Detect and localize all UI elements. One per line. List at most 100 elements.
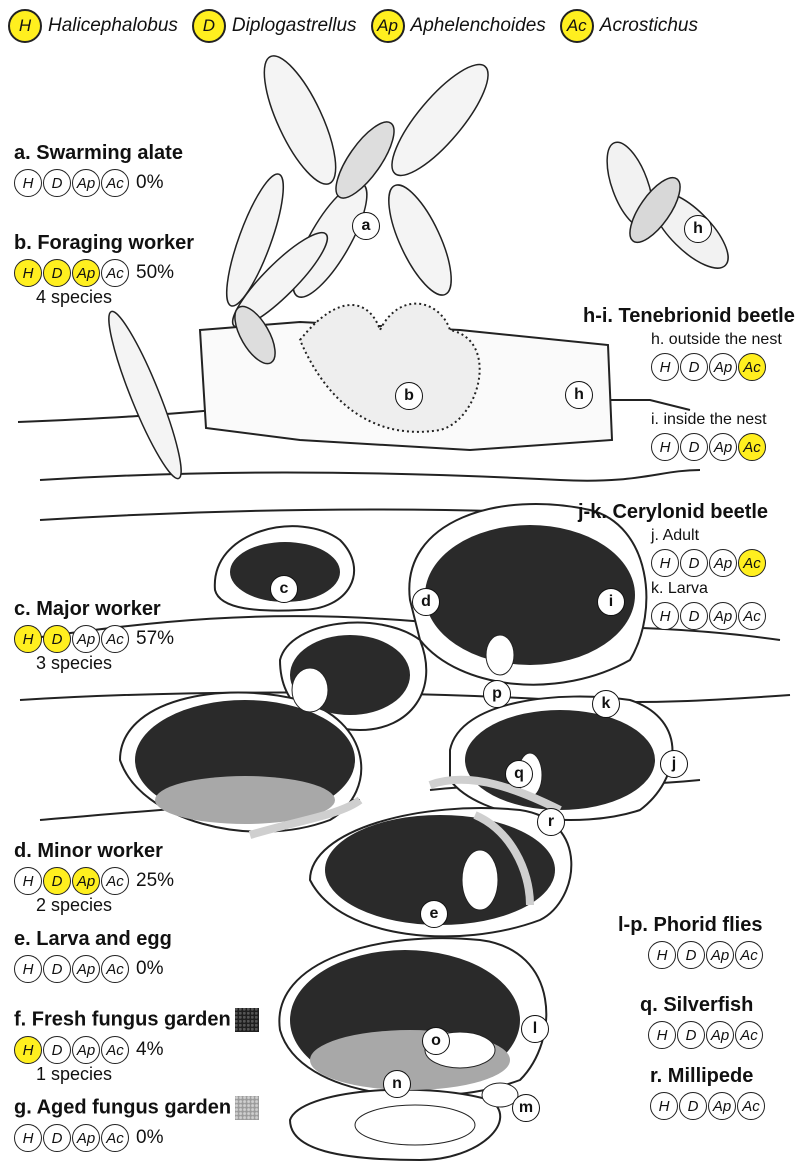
entry-title: j-k. Cerylonid beetle [578,501,768,524]
nematode-badge-ap: Ap [706,1021,734,1049]
larva [292,668,328,712]
entry-sublabel: k. Larva [651,580,768,598]
percent: 4% [136,1039,163,1061]
aged-garden-swatch [235,1096,259,1120]
nematode-badge-d: D [43,1124,71,1152]
percent: 50% [136,262,174,284]
nematode-badge-ac: Ac [738,433,766,461]
percent: 0% [136,172,163,194]
nematode-badge-ap: Ap [706,941,734,969]
nematode-badge-ap: Ap [72,1124,100,1152]
marker-a: a [352,212,380,240]
nematode-badge-ap: Ap [72,867,100,895]
entry-title-row: g. Aged fungus garden [14,1096,259,1120]
percent: 25% [136,870,174,892]
nematode-badge-ap: Ap [72,625,100,653]
alate-wing [98,306,191,483]
nematode-badge-ac: Ac [101,169,129,197]
entry-q: q. Silverfish HDApAc [640,994,763,1049]
larva [486,635,514,675]
nematode-badge-ap: Ap [709,433,737,461]
percent: 0% [136,1127,163,1149]
marker-p: p [483,680,511,708]
marker-c: c [270,575,298,603]
marker-j: j [660,750,688,778]
marker-b: b [395,382,423,410]
marker-h: h [684,215,712,243]
nematode-badge-ac: Ac [735,941,763,969]
alate-wing [377,177,464,303]
nematode-badge-ac: Ac [101,867,129,895]
entry-title: r. Millipede [650,1065,765,1088]
nematode-badge-d: D [43,1036,71,1064]
entry-r: r. Millipede HDApAc [650,1065,765,1120]
percent: 0% [136,958,163,980]
marker-n: n [383,1070,411,1098]
marker-l: l [521,1015,549,1043]
nematode-badge-h: H [14,259,42,287]
entry-title: d. Minor worker [14,840,174,863]
nematode-badge-ac: Ac [101,1124,129,1152]
entry-sublabel: h. outside the nest [651,331,795,349]
nematode-badge-h: H [14,1124,42,1152]
nematode-badge-h: H [14,1036,42,1064]
entry-f: f. Fresh fungus garden HDApAc4% 1 specie… [14,1008,259,1085]
nematode-badge-d: D [43,955,71,983]
entry-title: g. Aged fungus garden [14,1096,231,1118]
nematode-badge-ac: Ac [738,353,766,381]
nematode-badge-h: H [14,169,42,197]
fresh-garden-swatch [235,1008,259,1032]
nematode-badge-ap: Ap [708,1092,736,1120]
percent: 57% [136,628,174,650]
marker-m: m [512,1094,540,1122]
nematode-badge-h: H [651,602,679,630]
entry-title: c. Major worker [14,598,174,621]
nematode-badge-d: D [677,1021,705,1049]
entry-h-i: h-i. Tenebrionid beetle h. outside the n… [583,305,795,461]
entry-title: h-i. Tenebrionid beetle [583,305,795,328]
nematode-badge-h: H [651,353,679,381]
nematode-badge-d: D [679,1092,707,1120]
badge-row: HDApAc0% [14,955,172,983]
nematode-badge-ac: Ac [101,625,129,653]
nematode-badge-ap: Ap [709,602,737,630]
larva [462,850,498,910]
entry-title: l-p. Phorid flies [618,914,763,937]
entry-sublabel: i. inside the nest [651,411,795,429]
nematode-badge-ap: Ap [709,353,737,381]
entry-e: e. Larva and egg HDApAc0% [14,928,172,983]
nematode-badge-d: D [680,353,708,381]
marker-d: d [412,588,440,616]
nematode-badge-h: H [651,433,679,461]
nematode-badge-h: H [648,941,676,969]
nematode-badge-d: D [680,602,708,630]
entry-title: f. Fresh fungus garden [14,1008,231,1030]
nematode-badge-d: D [680,549,708,577]
nematode-badge-d: D [43,867,71,895]
marker-q: q [505,760,533,788]
silverfish-body [355,1105,475,1145]
nematode-badge-ap: Ap [72,169,100,197]
nematode-badge-h: H [14,955,42,983]
nematode-badge-ac: Ac [738,602,766,630]
entry-title-row: f. Fresh fungus garden [14,1008,259,1032]
species-count: 4 species [36,287,194,308]
nematode-badge-ap: Ap [709,549,737,577]
entry-a: a. Swarming alate HDApAc0% [14,142,183,197]
nematode-badge-ac: Ac [101,1036,129,1064]
entry-title: a. Swarming alate [14,142,183,165]
badge-row: HDApAc [651,353,795,381]
tunnel [40,470,700,481]
species-count: 3 species [36,653,174,674]
nematode-badge-h: H [648,1021,676,1049]
